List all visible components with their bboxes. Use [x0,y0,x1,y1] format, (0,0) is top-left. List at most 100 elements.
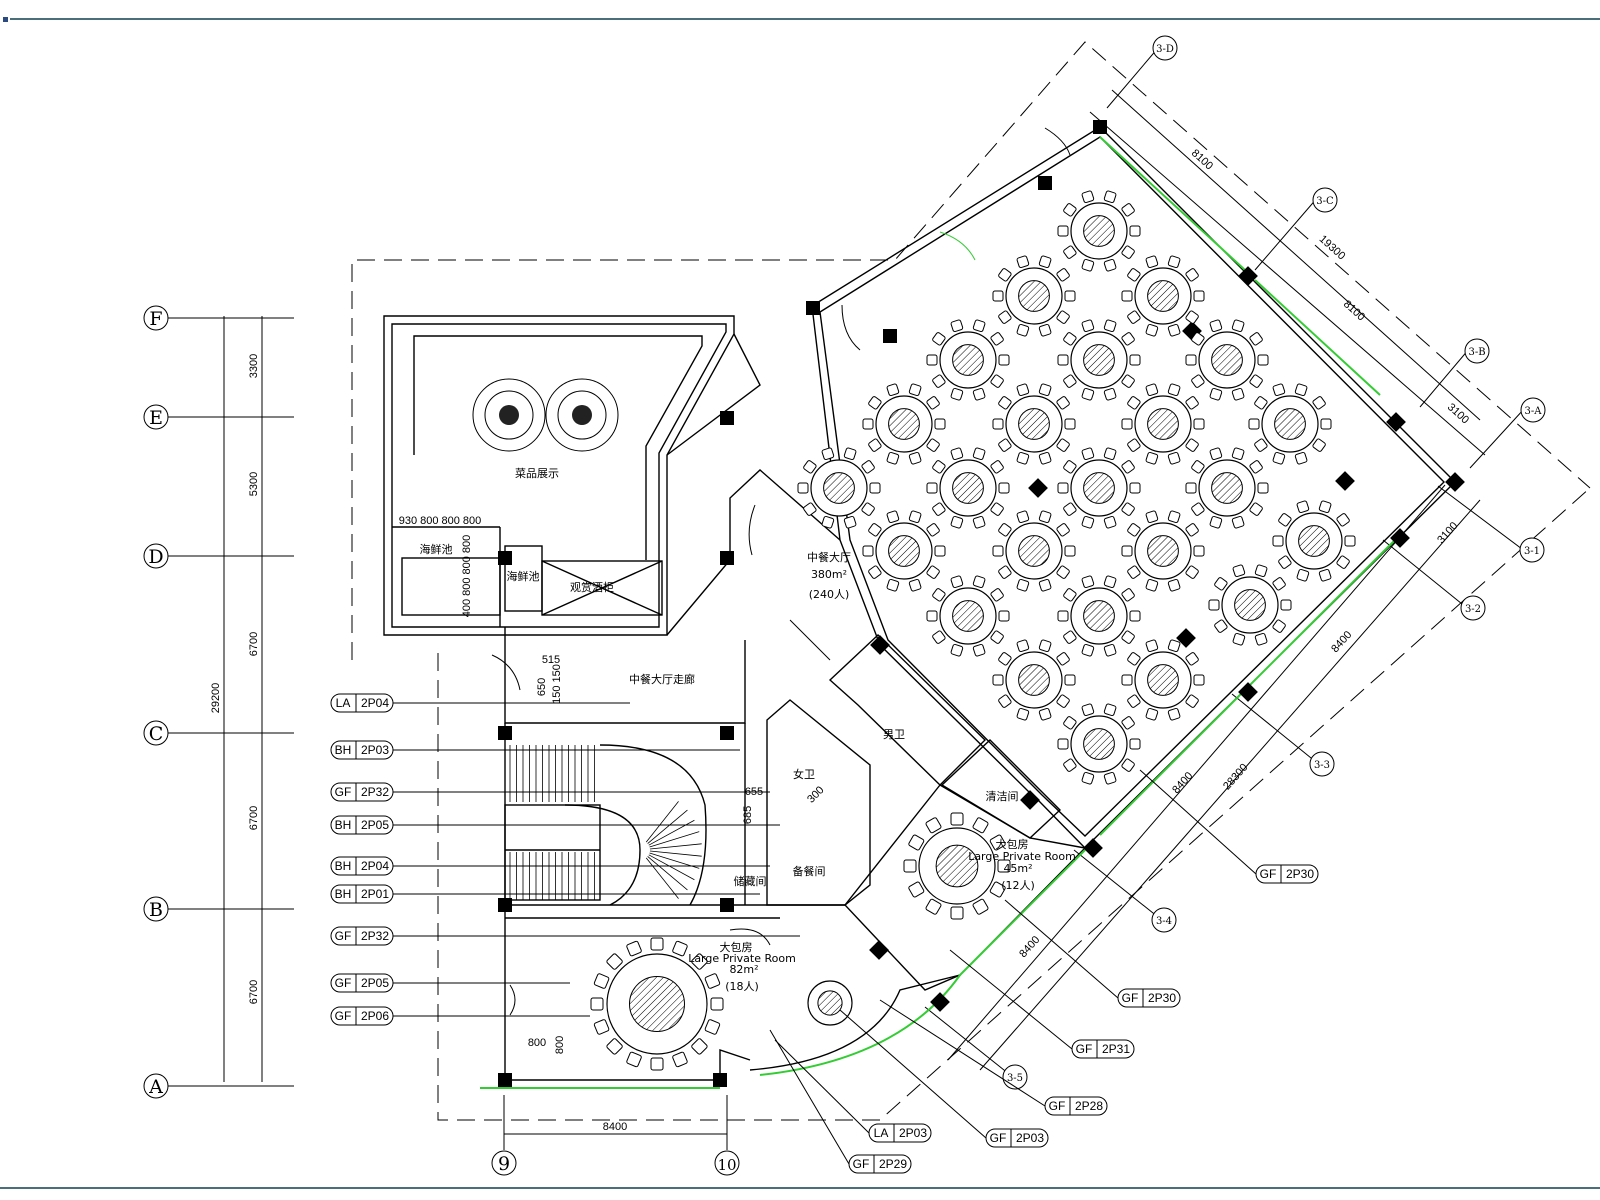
chair [950,643,964,657]
column [1093,120,1107,134]
chair [1185,354,1197,366]
grid-row-label: A [148,1076,163,1098]
chair [1209,387,1223,401]
display-cases [472,378,619,452]
vip-small-en: Large Private Room [968,850,1076,863]
store-label: 储藏间 [734,874,767,888]
chair [1254,564,1268,578]
chair [1272,535,1284,547]
column [930,992,950,1012]
chair [926,438,940,452]
chair [1209,515,1223,529]
chair [1185,396,1199,410]
chair [868,396,882,410]
chair [590,997,604,1011]
chair [1193,290,1205,302]
grid-row-label: F [149,308,162,330]
chair [691,953,708,970]
lazy-susan [1018,535,1050,567]
diag-grid-bubble: 3-D [1152,35,1178,61]
lazy-susan [1083,472,1115,504]
chair [1038,578,1052,592]
lazy-susan [1083,600,1115,632]
dim-800: 800 [528,1037,546,1049]
chair [1056,396,1070,410]
lazy-susan [1298,525,1330,557]
tag-number: 2P05 [361,818,389,832]
vert-run-dim: 400 800 800 800 [461,535,473,618]
chair [926,523,940,537]
chair [1016,451,1030,465]
chair [1121,332,1135,346]
tag-number: 2P05 [361,976,389,990]
round-table [926,575,1010,657]
chair [1056,652,1070,666]
chair [1103,771,1117,785]
chair [1057,354,1069,366]
structural-columns [498,120,1465,1087]
chair [1127,310,1141,324]
tag-number: 2P30 [1148,991,1176,1005]
diag-dim-label: 28300 [1221,762,1250,793]
row-dim-label: 3300 [248,354,260,378]
chair [950,515,964,529]
chair [1145,255,1159,269]
vip-large-name: 大包房 [720,940,753,954]
chair [1103,575,1117,589]
tag-number: 2P03 [361,743,389,757]
chair [1081,575,1095,589]
chair [1145,707,1159,721]
stair-tread [648,819,695,846]
chair [1103,190,1117,204]
chair [1064,290,1076,302]
chair [932,460,946,474]
chair [1081,190,1095,204]
row-dim-label: 6700 [248,632,260,656]
stair-tread [647,809,688,844]
chair [1056,523,1070,537]
vip-large-capacity: (18人) [725,980,759,993]
chair [1185,438,1199,452]
tag-number: 2P03 [1016,1131,1044,1145]
chair [1193,674,1205,686]
chair [998,438,1012,452]
grid-bubble-10: 10 [714,1150,740,1176]
chair [1249,374,1263,388]
store2-label: 清洁间 [986,790,1019,803]
column [1335,471,1355,491]
chair [998,396,1012,410]
chair [908,383,922,397]
chair [868,523,882,537]
lazy-susan [952,472,984,504]
total-dim-label: 29200 [210,683,222,714]
round-table [1121,255,1205,337]
dim-515: 515 [542,654,560,666]
vip-small-capacity: (12人) [1001,879,1035,892]
column [720,726,734,740]
chair [626,1051,642,1068]
tag-code: GF [335,1009,352,1023]
chair [1127,523,1141,537]
building-walls [383,126,1456,1081]
service-label: 备餐间 [793,864,826,878]
diag-grid-label: 3-D [1156,44,1174,55]
chair [1272,383,1286,397]
chair [1167,255,1181,269]
lazy-susan [1274,408,1306,440]
small-dimensions: 930 800 800 800 400 800 800 800 515 650 … [399,515,827,1054]
diag-grid-label: 3-A [1525,406,1543,417]
chair [1214,577,1228,591]
dim-685: 685 [742,806,754,824]
round-table [807,980,853,1026]
chair [1038,255,1052,269]
doors [491,127,1071,1016]
diag-grid-bubble: 3-5 [1002,1064,1028,1090]
lazy-susan [817,990,843,1016]
chair [1127,652,1141,666]
column [720,551,734,565]
